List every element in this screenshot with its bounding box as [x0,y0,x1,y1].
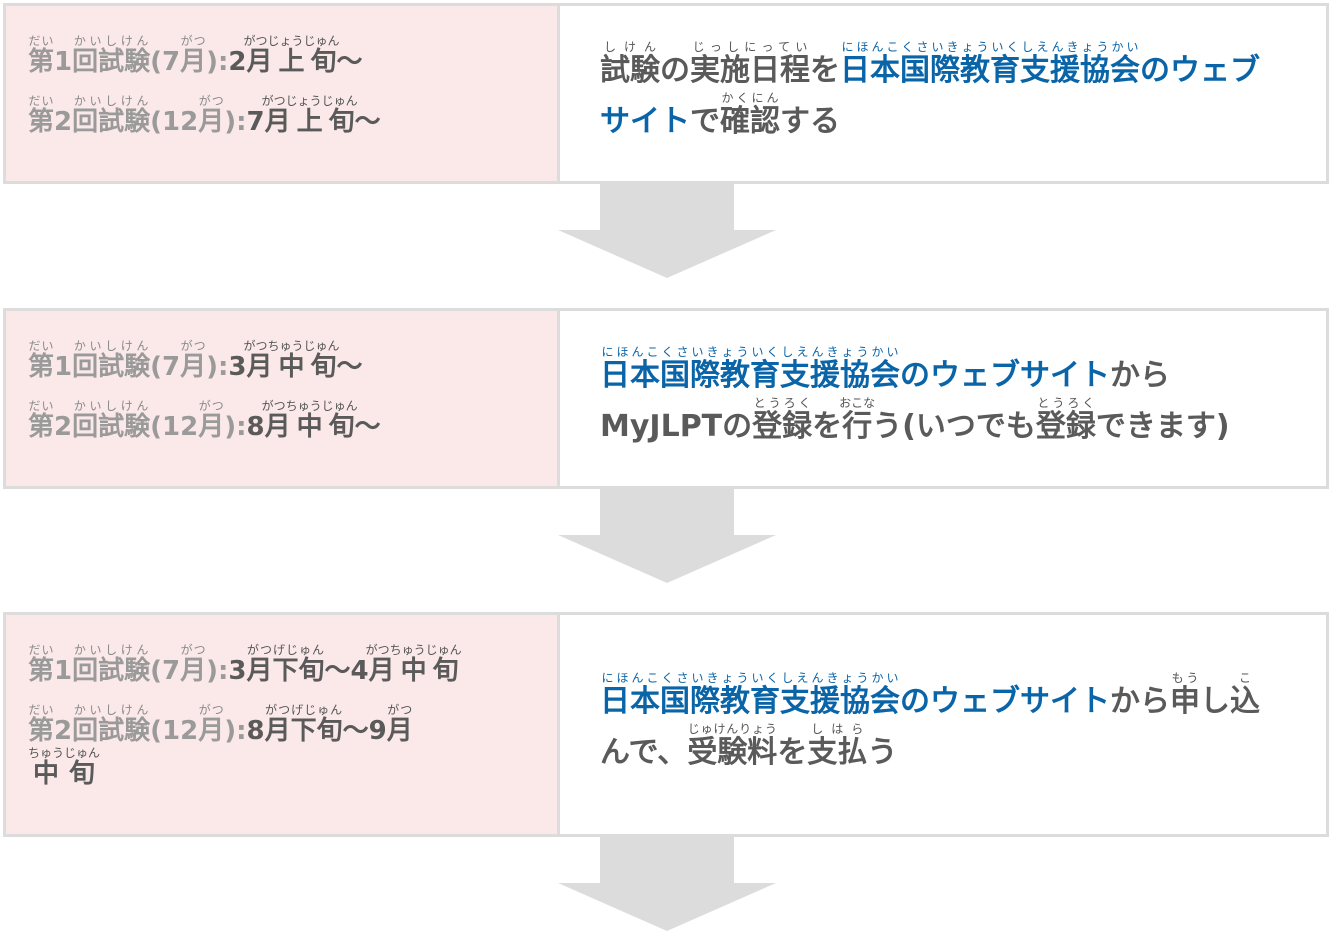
schedule-panel: 第だい1回試験かいしけん(7月がつ):3月中旬がつちゅうじゅん〜第だい2回試験か… [6,311,560,486]
instruction-panel: 日本国際教育支援協会にほんこくさいきょういくしえんきょうかいのウェブサイトから申… [560,615,1326,834]
schedule-panel: 第だい1回試験かいしけん(7月がつ):2月上旬がつじょうじゅん〜第だい2回試験か… [6,6,560,181]
down-arrow-icon [558,489,776,583]
instruction-text: 試験しけんの実施日程じっしにっていを日本国際教育支援協会にほんこくさいきょういく… [600,40,1260,139]
org-link[interactable]: 日本国際教育支援協会にほんこくさいきょういくしえんきょうかいのウェブサイト [600,345,1110,393]
step-2: 第だい1回試験かいしけん(7月がつ):3月中旬がつちゅうじゅん〜第だい2回試験か… [3,308,1329,489]
instruction-panel: 試験しけんの実施日程じっしにっていを日本国際教育支援協会にほんこくさいきょういく… [560,6,1326,181]
schedule-line: 第だい1回試験かいしけん(7月がつ):2月上旬がつじょうじゅん〜 [28,34,363,77]
schedule-line: 第だい2回試験かいしけん(12月がつ):8月中旬がつちゅうじゅん〜 [28,398,381,442]
step-3: 第だい1回試験かいしけん(7月がつ):3月下旬がつげじゅん〜4月中旬がつちゅうじ… [3,612,1329,837]
schedule-panel: 第だい1回試験かいしけん(7月がつ):3月下旬がつげじゅん〜4月中旬がつちゅうじ… [6,615,560,834]
down-arrow-icon [558,184,776,278]
schedule-line: 第だい2回試験かいしけん(12月がつ):7月上旬がつじょうじゅん〜 [28,93,381,137]
step-1: 第だい1回試験かいしけん(7月がつ):2月上旬がつじょうじゅん〜第だい2回試験か… [3,3,1329,184]
schedule-line: 第だい2回試験かいしけん(12月がつ):8月下旬がつげじゅん〜9月がつ中旬ちゅう… [28,702,413,789]
org-link[interactable]: 日本国際教育支援協会にほんこくさいきょういくしえんきょうかいのウェブサイト [600,40,1260,139]
schedule-line: 第だい1回試験かいしけん(7月がつ):3月下旬がつげじゅん〜4月中旬がつちゅうじ… [28,643,462,686]
instruction-text: 日本国際教育支援協会にほんこくさいきょういくしえんきょうかいのウェブサイトから申… [600,671,1260,770]
org-link[interactable]: 日本国際教育支援協会にほんこくさいきょういくしえんきょうかいのウェブサイト [600,671,1110,719]
down-arrow-icon [558,837,776,931]
schedule-line: 第だい1回試験かいしけん(7月がつ):3月中旬がつちゅうじゅん〜 [28,339,363,382]
